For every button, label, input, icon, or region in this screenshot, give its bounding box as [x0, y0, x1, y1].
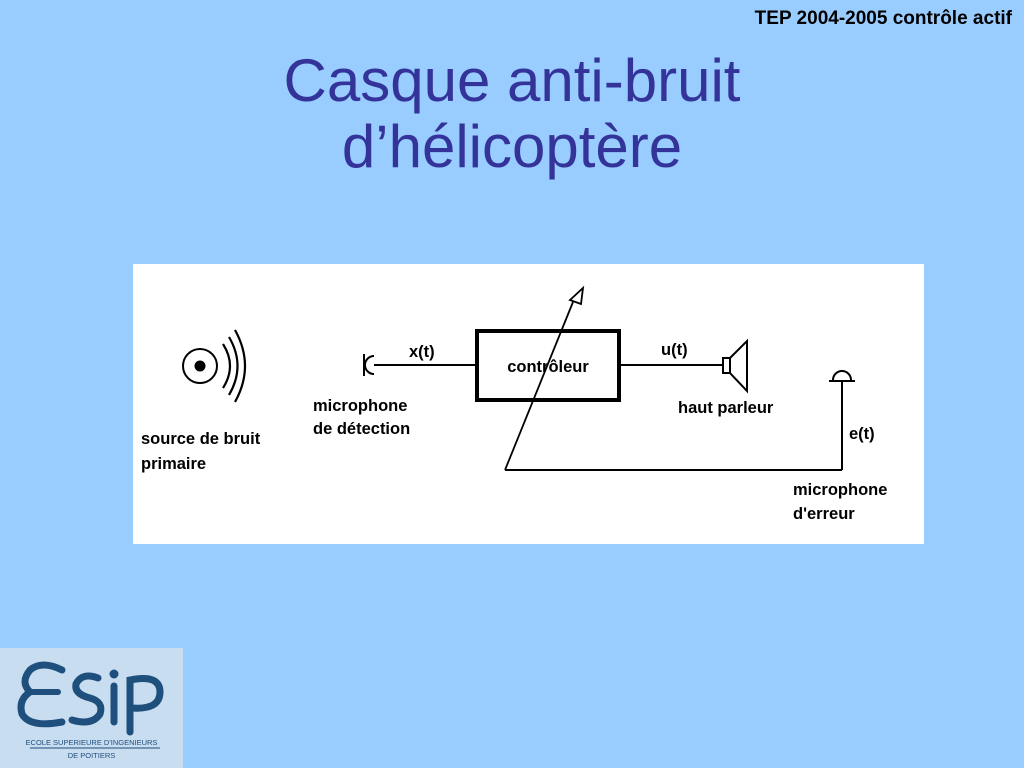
error-mic-label-2: d'erreur	[793, 505, 855, 523]
speaker-label: haut parleur	[678, 399, 774, 417]
signal-u-label: u(t)	[661, 341, 688, 359]
noise-source-label-2: primaire	[141, 455, 206, 473]
detection-microphone-icon	[363, 354, 375, 376]
signal-e-label: e(t)	[849, 425, 875, 443]
controller-label: contrôleur	[507, 358, 589, 376]
error-microphone-icon	[829, 370, 855, 382]
title-line-1: Casque anti-bruit	[283, 47, 741, 114]
detection-mic-label-1: microphone	[313, 397, 407, 415]
noise-source-icon	[182, 329, 246, 403]
noise-source-label-1: source de bruit	[141, 430, 261, 448]
slide-title: Casque anti-bruit d’hélicoptère	[0, 48, 1024, 180]
diagram-canvas: source de bruit primaire x(t) microphone…	[141, 285, 887, 523]
logo-school-line-2: DE POITIERS	[67, 751, 116, 760]
speaker-icon	[722, 338, 748, 394]
esip-logo: ECOLE SUPERIEURE D'INGENIEURS DE POITIER…	[0, 648, 183, 768]
title-line-2: d’hélicoptère	[341, 113, 683, 180]
active-noise-control-diagram: source de bruit primaire x(t) microphone…	[133, 264, 924, 544]
signal-x-label: x(t)	[409, 343, 435, 361]
header-note: TEP 2004-2005 contrôle actif	[754, 8, 1012, 29]
adaptation-arrow-head	[568, 285, 585, 306]
detection-mic-label-2: de détection	[313, 420, 410, 438]
esip-logo-mark	[17, 661, 164, 749]
logo-school-line-1: ECOLE SUPERIEURE D'INGENIEURS	[25, 738, 158, 747]
error-mic-label-1: microphone	[793, 481, 887, 499]
adaptation-arrow-line	[504, 301, 574, 471]
